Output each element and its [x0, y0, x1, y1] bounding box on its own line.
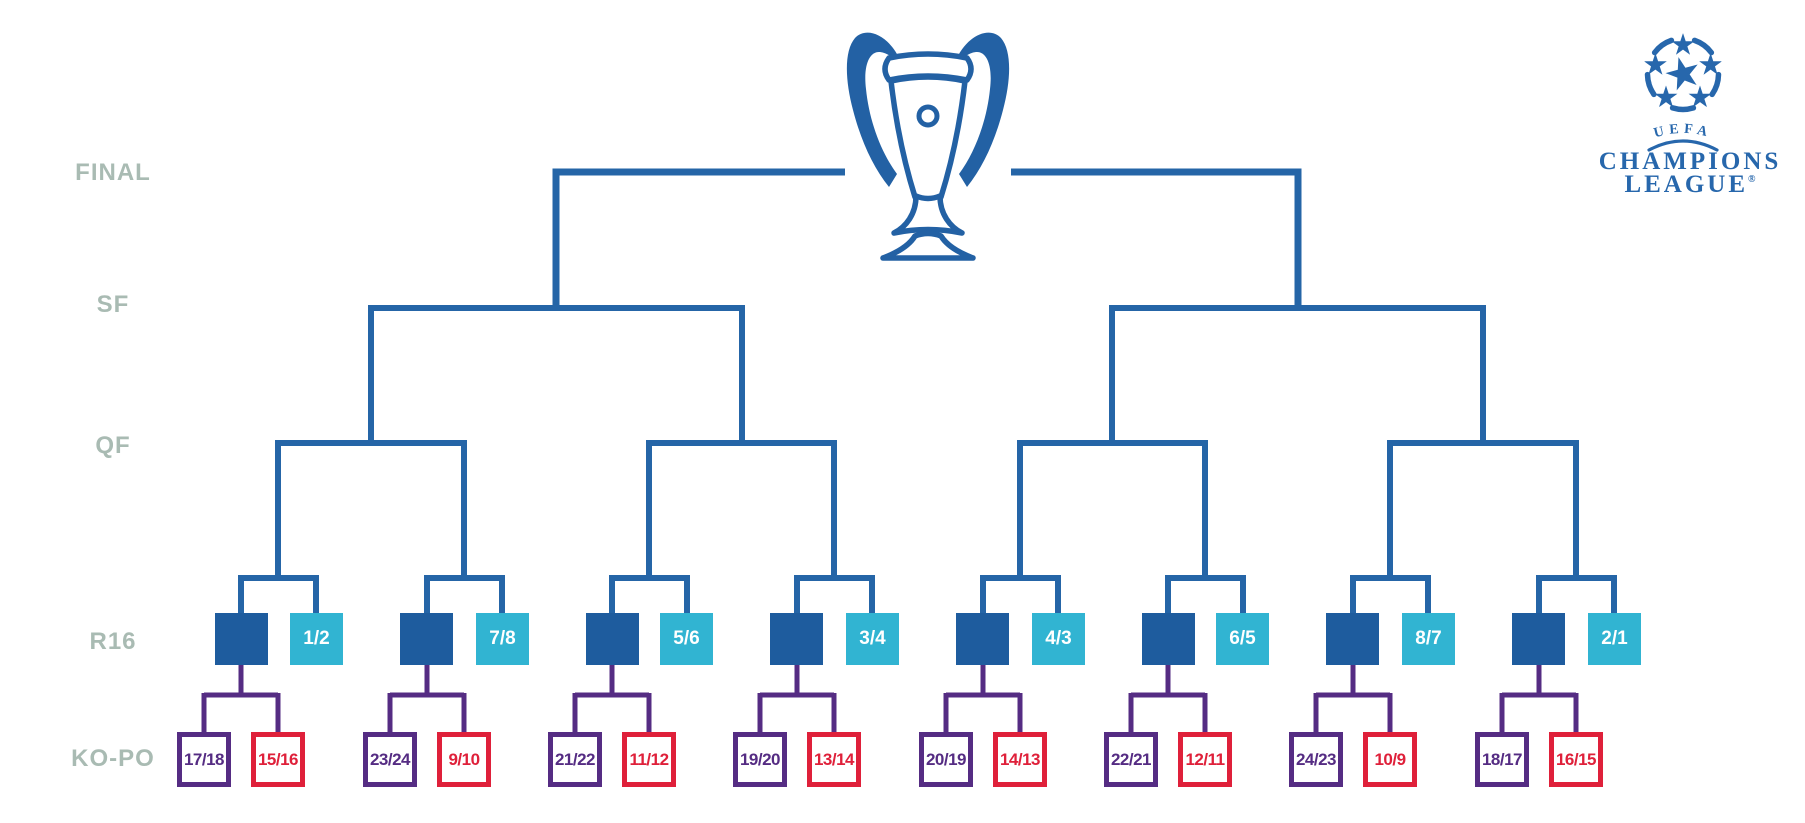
r16-slot-box: 3/4: [846, 613, 899, 665]
r16-slot-box: 2/1: [1588, 613, 1641, 665]
round-label-sf: SF: [96, 291, 130, 318]
r16-winner-box-8: [1512, 613, 1565, 665]
kopo-slot-box: 20/19: [919, 732, 973, 787]
kopo-slot-box: 18/17: [1475, 732, 1529, 787]
ucl-trophy-icon: [846, 32, 1010, 261]
r16-slot-box: 6/5: [1216, 613, 1269, 665]
r16-slot-box: 8/7: [1402, 613, 1455, 665]
kopo-slot-box: 19/20: [733, 732, 787, 787]
r16-winner-box-7: [1326, 613, 1379, 665]
r16-slot-box: 4/3: [1032, 613, 1085, 665]
kopo-slot-box: 24/23: [1289, 732, 1343, 787]
registered-mark: ®: [1748, 174, 1756, 185]
kopo-slot-box: 22/21: [1104, 732, 1158, 787]
r16-winner-box-2: [400, 613, 453, 665]
logo-league-text: LEAGUE®: [1592, 171, 1788, 199]
kopo-slot-box: 17/18: [177, 732, 231, 787]
r16-slot-box: 1/2: [290, 613, 343, 665]
kopo-slot-box: 10/9: [1363, 732, 1417, 787]
r16-winner-box-1: [215, 613, 268, 665]
final-connector-lines: [552, 168, 1302, 311]
kopo-slot-box: 12/11: [1178, 732, 1232, 787]
kopo-slot-box: 9/10: [437, 732, 491, 787]
uefa-arc-text: UEFA: [1652, 122, 1713, 142]
sf-connector-lines: [368, 305, 1486, 446]
round-label-kopo: KO-PO: [71, 745, 155, 772]
kopo-connector-lines: [201, 664, 1579, 733]
r16-winner-box-5: [956, 613, 1009, 665]
kopo-slot-box: 23/24: [363, 732, 417, 787]
round-label-qf: QF: [95, 432, 131, 459]
r16-winner-box-4: [770, 613, 823, 665]
kopo-slot-box: 15/16: [251, 732, 305, 787]
uefa-starball-icon: [1642, 33, 1724, 114]
kopo-slot-box: 16/15: [1549, 732, 1603, 787]
r16-winner-box-6: [1142, 613, 1195, 665]
r16-slot-box: 5/6: [660, 613, 713, 665]
kopo-slot-box: 13/14: [807, 732, 861, 787]
round-label-r16: R16: [89, 628, 137, 655]
r16-connector-lines: [238, 575, 1617, 613]
r16-slot-box: 7/8: [476, 613, 529, 665]
kopo-slot-box: 21/22: [548, 732, 602, 787]
r16-winner-box-3: [586, 613, 639, 665]
uefa-banner-arc: [1647, 139, 1719, 152]
qf-connector-lines: [275, 440, 1579, 581]
kopo-slot-box: 14/13: [993, 732, 1047, 787]
logo-champions-text: CHAMPIONS: [1598, 148, 1782, 175]
kopo-slot-box: 11/12: [622, 732, 676, 787]
round-label-final: FINAL: [75, 159, 151, 186]
logo-league-word: LEAGUE: [1624, 171, 1749, 198]
